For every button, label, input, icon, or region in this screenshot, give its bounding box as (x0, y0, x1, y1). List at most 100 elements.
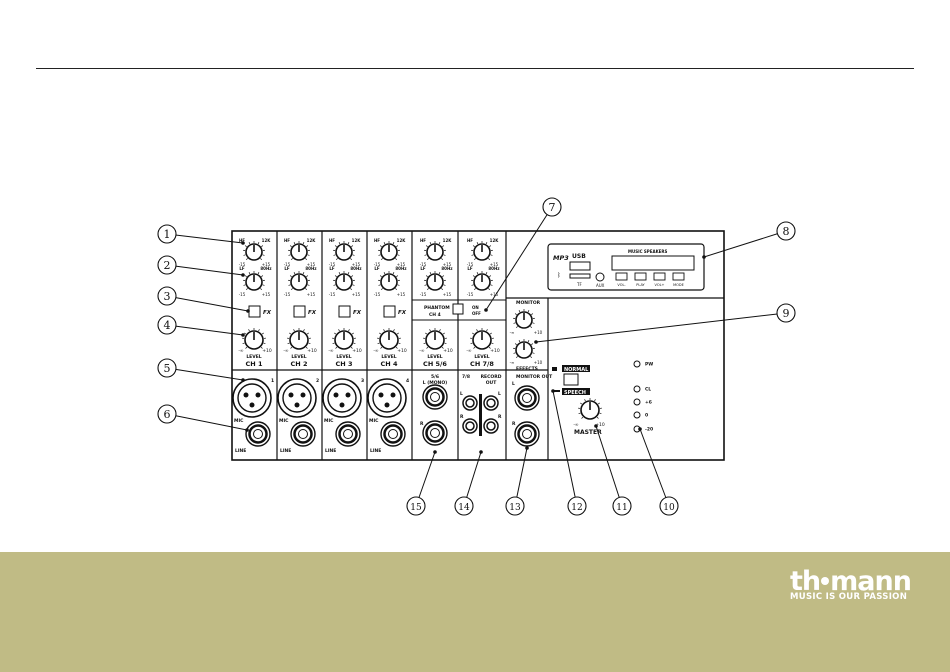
lf-label: LF (374, 266, 380, 271)
monitor-out-left-jack[interactable] (514, 385, 540, 411)
mic-input-xlr[interactable] (277, 378, 317, 418)
callout-number: 14 (458, 503, 470, 513)
phantom-sub: CH 4 (429, 312, 441, 318)
fx-switch[interactable] (293, 305, 306, 318)
mp3-button-mode[interactable] (672, 272, 685, 281)
ch56-left-jack[interactable] (422, 384, 448, 410)
hf-knob[interactable] (378, 241, 400, 261)
channel-label: CH 2 (291, 360, 308, 368)
hf-freq-label: 12K (490, 238, 500, 243)
callout-7: 7 (484, 197, 562, 312)
ch78-io-title: 7/8 (462, 374, 470, 380)
level-knob[interactable] (242, 328, 266, 350)
callout-number: 3 (164, 290, 171, 303)
rec-l-label: L (498, 391, 501, 397)
mp3-button-vol[interactable] (653, 272, 666, 281)
jack-number: 2 (316, 378, 319, 384)
master-min: -∞ (573, 423, 579, 428)
ch78-right-rca[interactable] (462, 418, 478, 434)
fx-label: FX (308, 310, 317, 316)
phantom-switch (452, 303, 464, 315)
mp3-button-label: VOL+ (655, 283, 665, 287)
hf-knob[interactable] (288, 241, 310, 261)
mp3-button-vol[interactable] (615, 272, 628, 281)
lf-min: -15 (284, 292, 291, 297)
line-input-jack[interactable] (245, 421, 271, 447)
aux-label: AUX (596, 283, 605, 288)
rec-right-rca[interactable] (483, 418, 499, 434)
monitor-knob[interactable] (513, 309, 535, 329)
level-label: LEVEL (381, 354, 396, 360)
hf-label: HF (420, 238, 426, 243)
level-min: -∞ (373, 349, 379, 354)
lf-knob[interactable] (378, 271, 400, 291)
ch78-left-rca[interactable] (462, 395, 478, 411)
mp3-button-label: VOL- (617, 283, 626, 287)
hf-label: HF (467, 238, 473, 243)
monitor-max: +10 (534, 330, 543, 335)
rec-left-rca[interactable] (483, 395, 499, 411)
level-knob[interactable] (287, 328, 311, 350)
jack-number: 3 (361, 378, 364, 384)
hf-min: -15 (420, 262, 427, 267)
level-min: -∞ (419, 349, 425, 354)
hf-min: -15 (284, 262, 291, 267)
callout-number: 13 (509, 503, 521, 513)
hf-knob[interactable] (424, 241, 446, 261)
hf-label: HF (239, 238, 245, 243)
lf-freq-label: 80Hz (305, 266, 317, 271)
ch56-io-sub: L (MONO) (423, 380, 447, 386)
master-knob[interactable] (578, 398, 602, 420)
hf-knob[interactable] (243, 241, 265, 261)
mic-input-xlr[interactable] (322, 378, 362, 418)
bluetooth-icon: ᛒ (557, 272, 561, 279)
callout-8: 8 (702, 221, 796, 259)
phantom-off: OFF (472, 311, 481, 316)
line-input-jack[interactable] (380, 421, 406, 447)
callout-6: 6 (157, 404, 249, 432)
mic-input-xlr[interactable] (367, 378, 407, 418)
fx-switch[interactable] (338, 305, 351, 318)
fx-switch[interactable] (248, 305, 261, 318)
ch78-r-label: R (460, 414, 464, 420)
hf-freq-label: 12K (307, 238, 317, 243)
lf-label: LF (239, 266, 245, 271)
lf-max: +15 (397, 292, 406, 297)
led-label: 0 (645, 413, 648, 419)
level-knob[interactable] (423, 328, 447, 350)
monitor-label: MONITOR (516, 300, 541, 306)
mic-input-xlr[interactable] (232, 378, 272, 418)
fx-switch[interactable] (383, 305, 396, 318)
effects-knob[interactable] (513, 339, 535, 359)
level-knob[interactable] (470, 328, 494, 350)
monitor-min: -∞ (510, 330, 515, 335)
level-label: LEVEL (246, 354, 261, 360)
master-max: +10 (595, 422, 605, 428)
level-knob[interactable] (377, 328, 401, 350)
mp3-label: MP3 (553, 254, 569, 262)
lf-max: +15 (490, 292, 499, 297)
callout-11: 11 (594, 424, 632, 516)
mic-label: MIC (234, 418, 244, 424)
lf-knob[interactable] (288, 271, 310, 291)
usb-port (569, 261, 591, 271)
monitor-out-right-jack[interactable] (514, 421, 540, 447)
lf-knob[interactable] (333, 271, 355, 291)
lf-freq-label: 80Hz (441, 266, 453, 271)
mp3-button-play[interactable] (634, 272, 647, 281)
lf-knob[interactable] (243, 271, 265, 291)
line-input-jack[interactable] (290, 421, 316, 447)
hf-knob[interactable] (333, 241, 355, 261)
channel-label: CH 3 (336, 360, 353, 368)
line-input-jack[interactable] (335, 421, 361, 447)
ch56-right-jack[interactable] (422, 420, 448, 446)
level-max: +10 (443, 348, 453, 354)
lf-label: LF (467, 266, 473, 271)
callout-14: 14 (454, 450, 483, 516)
level-knob[interactable] (332, 328, 356, 350)
lf-knob[interactable] (424, 271, 446, 291)
hf-knob[interactable] (471, 241, 493, 261)
lf-knob[interactable] (471, 271, 493, 291)
